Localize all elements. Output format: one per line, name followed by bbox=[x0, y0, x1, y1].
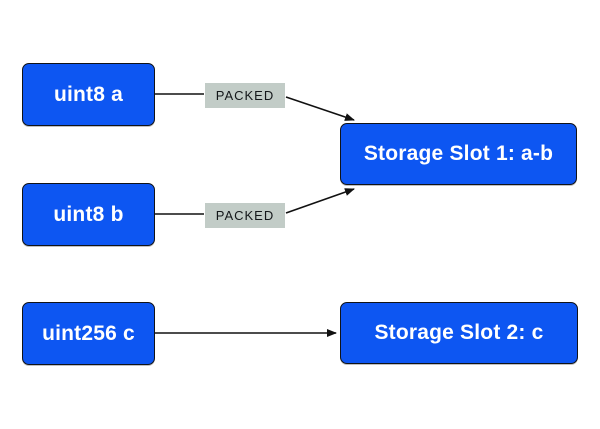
node-storage-slot-1-label: Storage Slot 1: a-b bbox=[363, 142, 554, 165]
node-uint8-a: uint8 a bbox=[22, 63, 155, 126]
node-storage-slot-2: Storage Slot 2: c bbox=[340, 302, 578, 364]
edge-label-packed-1: PACKED bbox=[205, 83, 285, 108]
node-uint8-b: uint8 b bbox=[22, 183, 155, 246]
edge-packed1-to-slot1 bbox=[285, 96, 355, 121]
node-uint8-a-label: uint8 a bbox=[53, 82, 124, 106]
edge-packed2-to-slot1 bbox=[285, 188, 355, 214]
edge-label-packed-1-text: PACKED bbox=[215, 88, 275, 103]
node-uint256-c: uint256 c bbox=[22, 302, 155, 365]
node-storage-slot-1: Storage Slot 1: a-b bbox=[340, 123, 577, 185]
node-uint8-b-label: uint8 b bbox=[53, 202, 124, 226]
edge-label-packed-2: PACKED bbox=[205, 203, 285, 228]
node-uint256-c-label: uint256 c bbox=[42, 321, 135, 345]
node-storage-slot-2-label: Storage Slot 2: c bbox=[374, 321, 544, 344]
edge-label-packed-2-text: PACKED bbox=[215, 208, 275, 223]
